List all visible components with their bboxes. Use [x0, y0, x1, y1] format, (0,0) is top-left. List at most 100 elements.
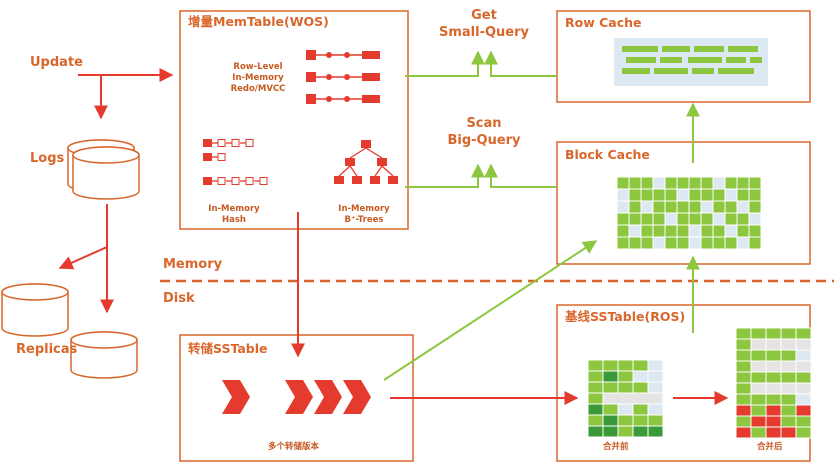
block-cache-cell — [628, 176, 642, 190]
block-cache-cell — [628, 200, 642, 214]
chain-node — [344, 96, 350, 102]
base-after-cell — [780, 426, 797, 439]
chain-node — [326, 74, 332, 80]
block-cache-cell — [676, 236, 690, 250]
base-before-cell — [602, 425, 619, 438]
block-cache-cell — [628, 188, 642, 202]
block-cache-cell — [652, 188, 666, 202]
block-cache-cell — [688, 212, 702, 226]
base-after-cell — [795, 338, 812, 351]
base-before-cell — [647, 414, 664, 427]
block-cache-cell — [628, 224, 642, 238]
base-before-cell — [647, 359, 664, 372]
block-cache-cell — [676, 200, 690, 214]
base-after-cell — [780, 349, 797, 362]
base-after-cell — [780, 371, 797, 384]
row-cache-bar — [728, 46, 758, 52]
block-cache-cell — [700, 212, 714, 226]
base-after-cell — [735, 327, 752, 340]
base-before-cell — [587, 403, 604, 416]
base-before-cell — [602, 370, 619, 383]
row-cache-bar — [726, 57, 746, 63]
base-before-cell — [587, 359, 604, 372]
block-cache-cell — [712, 224, 726, 238]
row-cache-bar — [694, 46, 724, 52]
logs-cylinder-front-top — [72, 146, 140, 164]
base-before-cell — [602, 359, 619, 372]
base-after-cell — [795, 360, 812, 373]
btree-root — [361, 140, 371, 148]
redo-chain-1 — [306, 50, 380, 60]
block-cache-cell — [724, 188, 738, 202]
base-before-cell — [632, 414, 649, 427]
base-after-cell — [735, 349, 752, 362]
block-cache-cell — [616, 236, 630, 250]
block-cache-cell — [748, 200, 762, 214]
base-before-cell — [632, 370, 649, 383]
base-after-cell — [780, 404, 797, 417]
base-after-cell — [750, 415, 767, 428]
row-cache-bar — [622, 46, 658, 52]
hash-row-1 — [203, 139, 254, 147]
block-cache-cell — [664, 224, 678, 238]
block-cache-title: Block Cache — [565, 147, 650, 162]
sstable-caption: 多个转储版本 — [268, 442, 320, 452]
btree-leaf — [334, 176, 344, 184]
base-before-cell — [617, 425, 634, 438]
block-cache-cell — [736, 200, 750, 214]
memtable-box — [179, 10, 409, 230]
merge-before-caption: 合并前 — [603, 442, 629, 452]
base-after-cell — [795, 371, 812, 384]
block-cache-cell — [652, 212, 666, 226]
block-cache-cell — [748, 212, 762, 226]
replica-cylinder-1 — [1, 283, 69, 337]
block-cache-cell — [736, 224, 750, 238]
base-before-cell — [647, 381, 664, 394]
block-cache-grid — [616, 176, 762, 250]
hash-row-3 — [203, 177, 268, 185]
in-memory-hash-label: In-Memory Hash — [208, 204, 260, 226]
replicas-label: Replicas — [16, 342, 78, 357]
hash-row-2 — [203, 153, 226, 161]
block-cache-cell — [616, 188, 630, 202]
base-after-cell — [795, 349, 812, 362]
row-cache-title: Row Cache — [565, 15, 642, 30]
base-before-cell — [587, 414, 604, 427]
block-cache-cell — [700, 200, 714, 214]
hash-entry — [231, 177, 240, 185]
block-cache-cell — [712, 176, 726, 190]
sstable-title: 转储SSTable — [188, 341, 268, 356]
base-after-cell — [750, 426, 767, 439]
arrow-rowcache-to-get — [484, 50, 557, 77]
block-cache-cell — [736, 176, 750, 190]
block-cache-cell — [664, 188, 678, 202]
base-after-cell — [735, 404, 752, 417]
base-after-cell — [750, 371, 767, 384]
base-after-cell — [795, 327, 812, 340]
block-cache-cell — [616, 224, 630, 238]
hash-entry — [217, 153, 226, 161]
block-cache-cell — [712, 200, 726, 214]
block-cache-cell — [724, 200, 738, 214]
redo-chain-2 — [306, 72, 380, 82]
base-before-cell — [602, 414, 619, 427]
base-after-cell — [780, 393, 797, 406]
base-before-cell — [632, 381, 649, 394]
block-cache-cell — [616, 176, 630, 190]
get-small-query-label: Get Small-Query — [439, 8, 529, 40]
base-after-cell — [780, 382, 797, 395]
btree-edge — [374, 165, 383, 177]
base-after-cell — [765, 415, 782, 428]
base-before-cell — [647, 370, 664, 383]
chain-node — [326, 96, 332, 102]
base-after-cell — [750, 393, 767, 406]
base-after-cell — [750, 404, 767, 417]
block-cache-cell — [688, 188, 702, 202]
base-after-cell — [795, 404, 812, 417]
base-after-cell — [765, 349, 782, 362]
sstable-chevrons — [222, 380, 371, 414]
redo-chain-3 — [306, 94, 380, 104]
base-after-cell — [735, 415, 752, 428]
block-cache-cell — [700, 236, 714, 250]
